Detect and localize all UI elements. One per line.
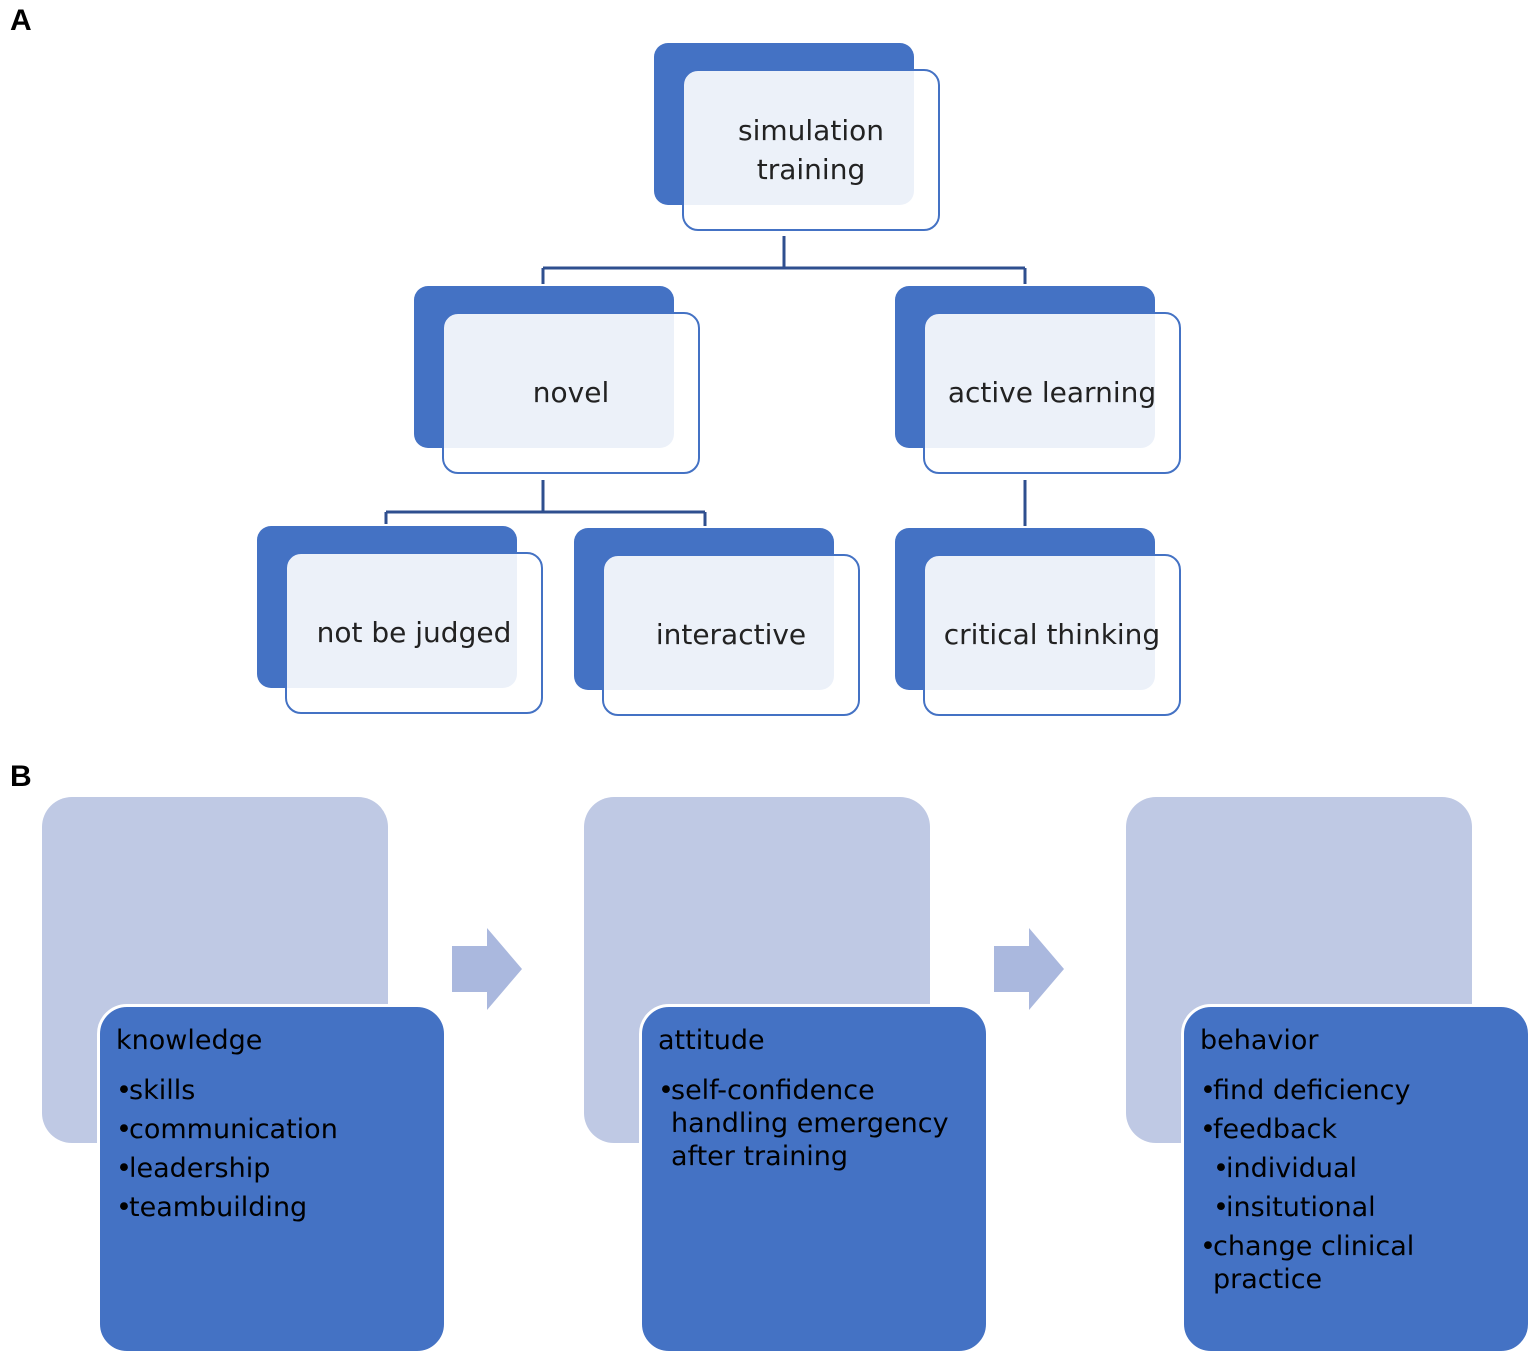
node-simulation-training: simulation training (654, 43, 944, 235)
knowledge-card: knowledge skills communication leadershi… (97, 1004, 447, 1354)
panel-b-label: B (10, 760, 32, 793)
list-item: self-confidence handling emergency after… (658, 1074, 970, 1173)
list-item: individual (1213, 1152, 1512, 1185)
connector-root (541, 236, 1027, 284)
node-root-line1: simulation (738, 113, 884, 147)
list-item: insitutional (1213, 1191, 1512, 1224)
list-item: communication (116, 1113, 428, 1146)
list-item: teambuilding (116, 1191, 428, 1224)
tree-connectors (384, 236, 1027, 526)
knowledge-list: skills communication leadership teambuil… (116, 1074, 428, 1224)
attitude-card: attitude self-confidence handling emerge… (639, 1004, 989, 1354)
node-root-line2: training (756, 153, 866, 186)
arrow-right-icon (452, 928, 522, 1010)
node-novel-label: novel (532, 376, 610, 410)
node-active-learning: active learning (895, 286, 1185, 478)
node-active-learning-label: active learning (947, 376, 1157, 410)
node-not-be-judged: not be judged (257, 526, 547, 718)
list-item: find deficiency (1200, 1074, 1512, 1107)
behavior-title: behavior (1200, 1025, 1319, 1056)
list-item: skills (116, 1074, 428, 1107)
behavior-list: find deficiency feedback individual insi… (1200, 1074, 1512, 1296)
connector-novel (384, 480, 707, 526)
panel-a-label: A (10, 4, 32, 37)
attitude-list: self-confidence handling emergency after… (658, 1074, 970, 1173)
arrow-right-icon (994, 928, 1064, 1010)
node-interactive: interactive (574, 528, 864, 720)
knowledge-title: knowledge (116, 1025, 263, 1056)
node-critical-thinking-label: critical thinking (943, 618, 1161, 652)
node-not-be-judged-label: not be judged (316, 616, 512, 650)
list-item: change clinical practice (1200, 1230, 1512, 1296)
node-interactive-label: interactive (655, 618, 807, 652)
list-item: leadership (116, 1152, 428, 1185)
list-item: feedback (1200, 1113, 1512, 1146)
behavior-card: behavior find deficiency feedback indivi… (1181, 1004, 1531, 1354)
node-critical-thinking: critical thinking (895, 528, 1185, 720)
node-novel: novel (414, 286, 704, 478)
attitude-title: attitude (658, 1025, 765, 1056)
